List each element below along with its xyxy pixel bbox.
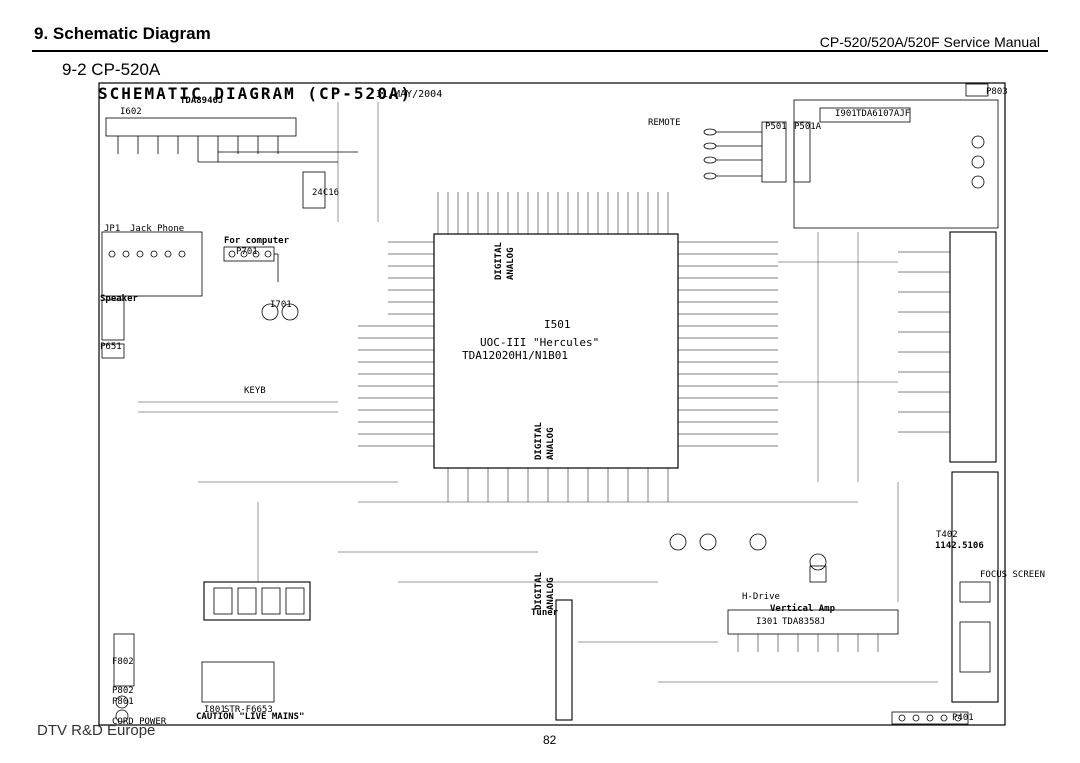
scart-ic-ref: I901 — [835, 109, 857, 119]
eeprom-label: 24C16 — [312, 188, 340, 198]
scart-ic-part: TDA6107AJF — [856, 109, 911, 119]
f802-ref: F802 — [112, 657, 134, 667]
fbt-ref: 1142.5106 — [935, 541, 984, 551]
digital-label-3: DIGITAL — [534, 572, 544, 610]
keyb-label: KEYB — [244, 386, 266, 396]
main-ic-name: UOC-III "Hercules" — [480, 336, 600, 349]
manual-title: CP-520/520A/520F Service Manual — [819, 34, 1040, 50]
cord-power-label: CORD POWER — [112, 717, 167, 727]
p501-ref: P501 — [765, 122, 787, 132]
p501-connector — [761, 121, 787, 183]
speaker-connector — [101, 299, 125, 341]
fbt-part: T402 — [936, 530, 958, 540]
jack-label: Jack Phone — [130, 224, 185, 234]
speaker-label: Speaker — [100, 294, 138, 304]
main-ic-part: TDA12020H1/N1B01 — [462, 349, 568, 362]
section-title: 9. Schematic Diagram — [34, 24, 211, 43]
vertical-amp-ic — [727, 609, 899, 635]
vertical-amp-ref: I301 — [756, 617, 778, 627]
vertical-amp-label: Vertical Amp — [770, 604, 836, 614]
smps-ic — [201, 661, 275, 703]
jack-phone-block — [101, 231, 203, 297]
schematic-drawing — [98, 82, 1006, 726]
page-number: 82 — [543, 733, 557, 747]
smps-ic-part: STR-F6653 — [224, 705, 273, 715]
p401-connector — [891, 711, 969, 725]
tuner-label: Tuner — [531, 608, 559, 618]
hdrive-label: H-Drive — [742, 592, 780, 602]
digital-label-1: DIGITAL — [494, 242, 504, 280]
smps-ic-ref: I801 — [204, 705, 226, 715]
analog-label-1: ANALOG — [506, 247, 516, 280]
main-ic-ref: I501 — [544, 318, 571, 331]
computer-label: For computer — [224, 236, 290, 246]
main-ic-body — [433, 233, 679, 469]
audio-ic-part: TDA8946J — [180, 96, 224, 106]
remote-label: REMOTE — [648, 118, 681, 128]
crt-board — [793, 99, 999, 229]
computer-connector-ref: P701 — [236, 247, 258, 257]
analog-label-2: ANALOG — [546, 427, 556, 460]
caution-label: CAUTION "LIVE MAINS" — [196, 712, 305, 722]
schematic-title: SCHEMATIC DIAGRAM (CP-520A) — [98, 84, 413, 103]
flyback-transformer — [951, 471, 999, 703]
p803-ref: P803 — [986, 87, 1008, 97]
header-divider — [32, 50, 1048, 52]
jack-ref: JP1 — [104, 224, 121, 234]
analog-label-3: ANALOG — [546, 577, 556, 610]
video-amp-ic — [819, 107, 911, 123]
focus-screen-label: FOCUS SCREEN — [980, 570, 1046, 580]
p802-ref: P802 — [112, 686, 134, 696]
audio-amp-ic — [105, 117, 297, 137]
footer-brand: DTV R&D Europe — [37, 722, 156, 739]
smps-transformer — [203, 581, 311, 621]
p401-ref: P401 — [952, 713, 974, 723]
tuner-module — [555, 599, 573, 721]
i701-ref: I701 — [270, 300, 292, 310]
digital-label-2: DIGITAL — [534, 422, 544, 460]
p501a-ref: P501A — [794, 122, 822, 132]
scart-connector — [949, 231, 997, 463]
vertical-amp-part: TDA8358J — [782, 617, 826, 627]
audio-ic-ref: I602 — [120, 107, 142, 117]
eeprom-ic — [302, 171, 326, 209]
schematic-date: 31/MAY/2004 — [376, 89, 443, 100]
subsection-title: 9-2 CP-520A — [62, 60, 161, 79]
p801-ref: P801 — [112, 697, 134, 707]
speaker-connector-ref: P651 — [100, 342, 122, 352]
